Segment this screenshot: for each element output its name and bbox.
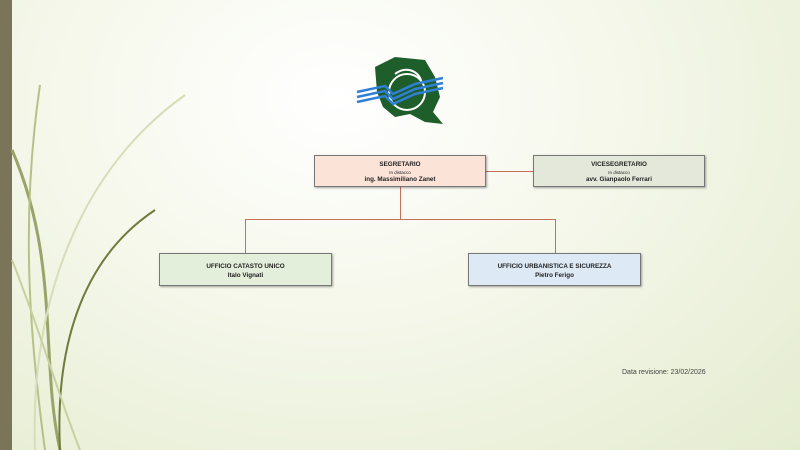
connector-vice [485, 171, 533, 172]
catasto-name: Italo Vignati [227, 271, 264, 279]
revision-date: Data revisione: 23/02/2026 [622, 369, 706, 376]
vicesegretario-box[interactable]: VICESEGRETARIO In distacco avv. Gianpaol… [533, 155, 705, 187]
vice-name: avv. Gianpaolo Ferrari [585, 175, 653, 183]
side-accent-bar [0, 0, 12, 450]
organization-logo [356, 57, 444, 124]
urbanistica-name: Pietro Ferigo [535, 271, 574, 279]
connector-left [245, 219, 246, 253]
segretario-name: ing. Massimiliano Zanet [364, 175, 436, 183]
catasto-title: UFFICIO CATASTO UNICO [206, 263, 285, 270]
ufficio-catasto-box[interactable]: UFFICIO CATASTO UNICO Italo Vignati [159, 253, 332, 286]
segretario-title: SEGRETARIO [379, 161, 421, 168]
vice-note: In distacco [608, 169, 630, 175]
segretario-box[interactable]: SEGRETARIO In distacco ing. Massimiliano… [314, 155, 486, 187]
connector-trunk [400, 187, 401, 219]
vice-title: VICESEGRETARIO [591, 161, 647, 168]
decorative-swooshes [10, 84, 186, 450]
connector-horizontal [245, 219, 555, 220]
ufficio-urbanistica-box[interactable]: UFFICIO URBANISTICA E SICUREZZA Pietro F… [468, 253, 641, 286]
connector-right [555, 219, 556, 253]
urbanistica-title: UFFICIO URBANISTICA E SICUREZZA [497, 263, 612, 270]
segretario-note: In distacco [389, 169, 411, 175]
